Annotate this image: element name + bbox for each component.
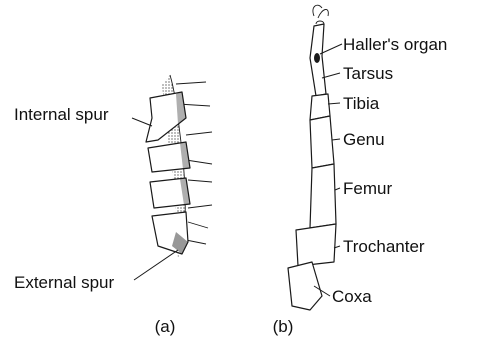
coxa-label: Coxa: [332, 287, 372, 306]
hallers-organ-pit: [314, 53, 320, 63]
internal-spur-label: Internal spur: [14, 105, 109, 124]
femur-label: Femur: [343, 179, 392, 198]
genu-segment: [310, 116, 334, 168]
genu-leader: [332, 139, 340, 140]
panel-b-label: (b): [273, 317, 294, 336]
hallers-organ-label: Haller's organ: [343, 35, 447, 54]
tarsus-label: Tarsus: [343, 64, 393, 83]
panel-a-drawing: [146, 75, 212, 258]
femur-leader: [335, 188, 340, 190]
internal-spur-leader: [132, 118, 152, 126]
tarsus-leader: [322, 73, 340, 78]
tibia-leader: [328, 103, 340, 104]
claw-tip: [313, 5, 328, 18]
coxa-segment: [288, 262, 322, 310]
panel-b-drawing: [288, 5, 336, 310]
tibia-label: Tibia: [343, 94, 380, 113]
panel-a-label: (a): [155, 317, 176, 336]
hallers-organ-leader: [320, 44, 342, 54]
external-spur-label: External spur: [14, 273, 114, 292]
trochanter-segment: [296, 224, 336, 266]
genu-label: Genu: [343, 130, 385, 149]
femur-segment: [310, 164, 336, 228]
external-spur-leader: [134, 250, 178, 280]
trochanter-label: Trochanter: [343, 237, 425, 256]
